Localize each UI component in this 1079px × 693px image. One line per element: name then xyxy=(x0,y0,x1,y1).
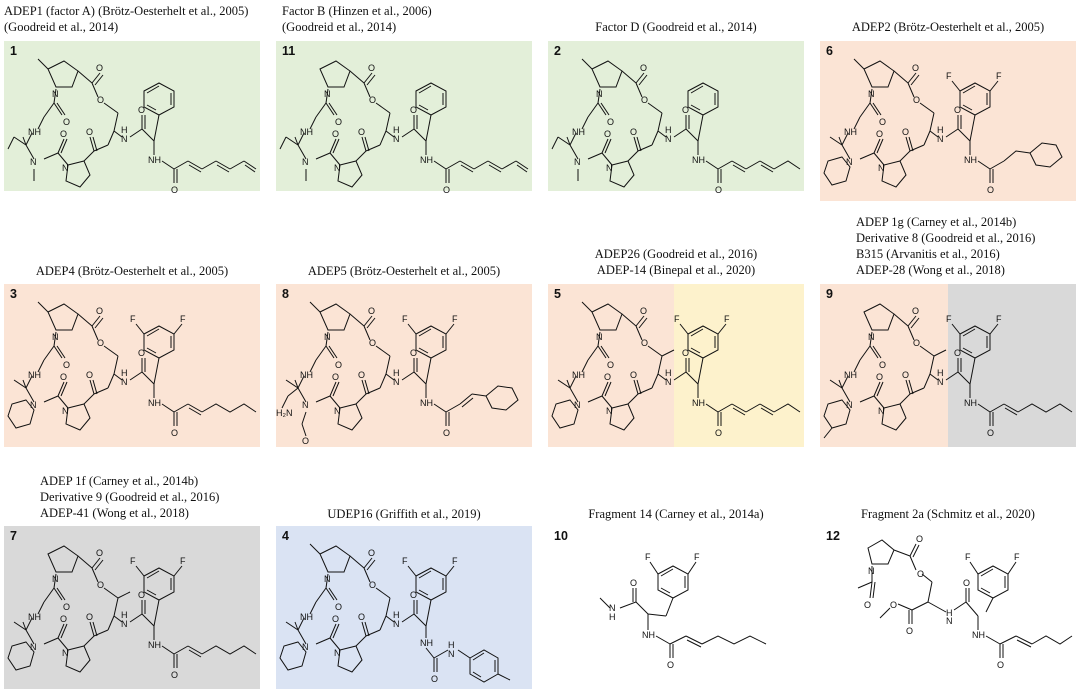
compound-number: 12 xyxy=(826,529,840,543)
caption-compound-11: Factor B (Hinzen et al., 2006)(Goodreid … xyxy=(282,4,432,34)
panel-tail-highlight xyxy=(948,284,1076,447)
panel-tail-highlight xyxy=(674,284,804,447)
caption-compound-9: ADEP 1g (Carney et al., 2014b)Derivative… xyxy=(856,215,1036,277)
svg-text:O: O xyxy=(630,578,637,588)
svg-text:O: O xyxy=(864,600,871,610)
caption-compound-3: ADEP4 (Brötz-Oesterhelt et al., 2005) xyxy=(35,264,229,278)
svg-text:H: H xyxy=(609,612,616,622)
svg-text:N: N xyxy=(609,603,616,613)
structure-cyclic-depsipeptide-diene xyxy=(548,41,804,191)
panel-compound-11: 11 xyxy=(276,41,532,191)
compound-number: 10 xyxy=(554,529,568,543)
panel-compound-4: 4 xyxy=(276,526,532,689)
caption-compound-7: ADEP 1f (Carney et al., 2014b)Derivative… xyxy=(40,474,220,520)
panel-compound-10: 10 F F O N H NH O xyxy=(548,526,804,689)
compound-number: 6 xyxy=(826,44,833,58)
panel-compound-7: 7 xyxy=(4,526,260,689)
caption-compound-5: ADEP26 (Goodreid et al., 2016)ADEP-14 (B… xyxy=(594,247,758,277)
structure-pro-thr-heptenoyl xyxy=(4,526,260,689)
svg-text:F: F xyxy=(694,552,700,562)
structure-urea-tolyl xyxy=(276,526,532,689)
compound-number: 9 xyxy=(826,287,833,301)
caption-compound-8: ADEP5 (Brötz-Oesterhelt et al., 2005) xyxy=(307,264,501,278)
panel-compound-9: 9 xyxy=(820,284,1076,447)
svg-text:F: F xyxy=(965,552,971,562)
compound-number: 7 xyxy=(10,529,17,543)
svg-text:F: F xyxy=(1014,552,1020,562)
structure-difluoro-cyclohexyl xyxy=(820,41,1076,201)
svg-text:NH: NH xyxy=(972,630,985,640)
panel-compound-1: 1 xyxy=(4,41,260,191)
structure-cyclic-depsipeptide-dienyl xyxy=(4,41,260,191)
structure-glycyl-ester-cyclohexyl xyxy=(276,284,532,447)
caption-compound-6: ADEP2 (Brötz-Oesterhelt et al., 2005) xyxy=(851,20,1045,34)
svg-text:O: O xyxy=(963,578,970,588)
panel-compound-2: 2 xyxy=(548,41,804,191)
svg-text:O: O xyxy=(916,534,923,544)
panel-compound-3: 3 xyxy=(4,284,260,447)
caption-compound-2: Factor D (Goodreid et al., 2014) xyxy=(595,20,757,34)
structure-methylpipecolate-heptenoyl xyxy=(820,284,1076,447)
structure-difluoro-heptenoyl xyxy=(4,284,260,447)
panel-compound-6: 6 xyxy=(820,41,1076,201)
panel-compound-5: 5 xyxy=(548,284,804,447)
structure-difluoro-octadienoyl xyxy=(548,284,804,447)
svg-text:NH: NH xyxy=(642,630,655,640)
svg-text:O: O xyxy=(890,600,897,610)
svg-text:O: O xyxy=(997,660,1004,670)
compound-number: 8 xyxy=(282,287,289,301)
svg-text:O: O xyxy=(917,569,924,579)
compound-number: 5 xyxy=(554,287,561,301)
caption-compound-12: Fragment 2a (Schmitz et al., 2020) xyxy=(861,507,1035,521)
compound-number: 4 xyxy=(282,529,289,543)
compound-number: 1 xyxy=(10,44,17,58)
compound-number: 3 xyxy=(10,287,17,301)
compound-number: 2 xyxy=(554,44,561,58)
svg-text:N: N xyxy=(946,616,953,626)
svg-text:O: O xyxy=(667,660,674,670)
compound-number: 11 xyxy=(282,44,296,58)
svg-text:O: O xyxy=(906,626,913,636)
panel-compound-12: 12 xyxy=(820,526,1076,689)
caption-compound-1: ADEP1 (factor A) (Brötz-Oesterhelt et al… xyxy=(4,4,249,34)
caption-compound-10: Fragment 14 (Carney et al., 2014a) xyxy=(588,507,764,521)
structure-fragment-methylamide: F F O N H NH O xyxy=(548,552,804,670)
svg-text:H: H xyxy=(946,608,953,618)
panel-compound-8: 8 xyxy=(276,284,532,447)
structure-fragment-ester: N O O O O O H N O F F NH O xyxy=(820,534,1076,670)
svg-text:F: F xyxy=(645,552,651,562)
caption-compound-4: UDEP16 (Griffith et al., 2019) xyxy=(327,507,481,521)
structure-cyclic-depsipeptide-pro xyxy=(276,41,532,191)
svg-text:N: N xyxy=(868,566,875,576)
